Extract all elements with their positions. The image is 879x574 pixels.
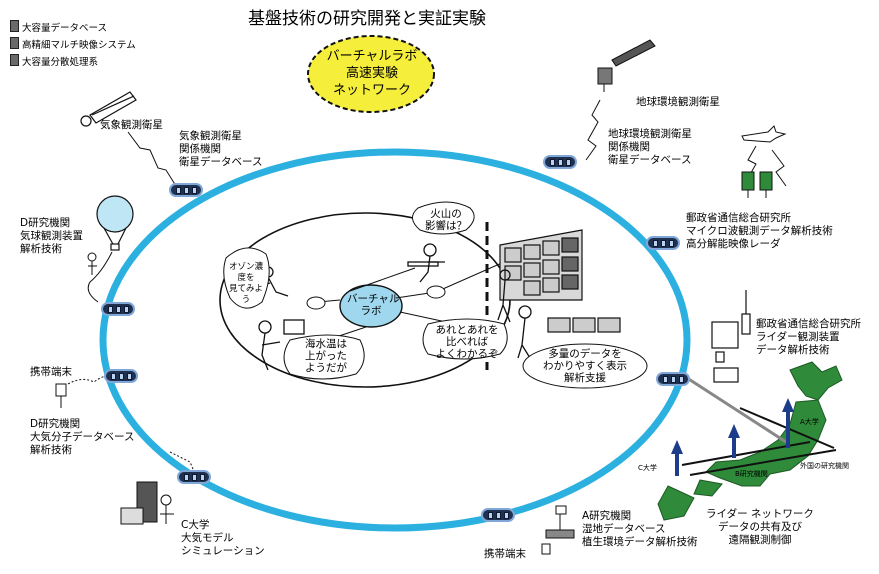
map-label-foreign: 外国の研究機関 — [800, 462, 849, 470]
computer-icon — [120, 481, 174, 525]
label-lidar-network: ライダー ネットワーク データの共有及び 遠隔観測制御 — [706, 508, 814, 546]
sea-temp-bubble: 海水温は 上がった ようだが — [305, 338, 347, 374]
network-node — [656, 372, 690, 386]
display-wall — [499, 229, 621, 333]
label-a-inst: A研究機関 湿地データベース 植生環境データ解析技術 — [582, 510, 698, 548]
label-d-molecule: D研究機関 大気分子データベース 解析技術 — [30, 418, 135, 456]
label-mobile-left: 携帯端末 — [30, 366, 72, 378]
weather-signal — [127, 131, 177, 187]
network-node — [169, 183, 203, 197]
compare-bubble: あれとあれを 比べれば よくわかるぞ — [435, 324, 499, 360]
field-sensor-icon — [541, 505, 575, 555]
legend-marker-icon — [10, 54, 19, 66]
network-node — [543, 155, 577, 169]
earth-satellite-icon — [597, 39, 656, 92]
virtual-lab-ellipse — [339, 284, 403, 328]
airplane-icon — [741, 125, 787, 187]
balloon-icon — [96, 195, 134, 251]
virtual-lab-badge — [307, 35, 435, 113]
weather-satellite-icon — [80, 91, 137, 127]
label-d-balloon: D研究機関 気球観測装置 解析技術 — [20, 217, 83, 255]
network-node — [177, 470, 211, 484]
label-c-univ: C大学 大気モデル シミュレーション — [181, 519, 265, 557]
virtual-lab-label: バーチャル ラボ — [347, 293, 400, 317]
label-earth-group: 地球環境観測衛星 関係機関 衛星データベース — [608, 128, 692, 166]
legend-marker-icon — [10, 37, 19, 49]
multi-data-bubble: 多量のデータを わかりやすく表示 解析支援 — [543, 348, 627, 384]
network-node — [646, 236, 680, 250]
label-crl-lidar: 郵政省通信総合研究所 ライダー観測装置 データ解析技術 — [756, 318, 861, 356]
network-node — [101, 302, 135, 316]
network-node — [104, 369, 138, 383]
page-title: 基盤技術の研究開発と実証実験 — [248, 9, 486, 29]
label-mobile-bottom: 携帯端末 — [484, 548, 526, 560]
lidar-uplink — [683, 374, 787, 444]
label-weather-group: 気象観測衛星 関係機関 衛星データベース — [179, 130, 263, 168]
japan-map — [657, 361, 843, 521]
volcano-bubble: 火山の 影響は？ — [425, 208, 467, 232]
legend-item: 高精細マルチ映像システム — [10, 37, 136, 51]
network-ring — [99, 148, 691, 532]
badge-text: バーチャルラボ 高速実験 ネットワーク — [326, 49, 418, 98]
lidar-equipment-icon — [711, 290, 751, 383]
map-label-a-univ: A大学 — [800, 418, 819, 426]
earth-signal — [585, 99, 601, 161]
legend-item: 大容量分散処理系 — [10, 54, 98, 68]
legend-marker-icon — [10, 20, 19, 32]
map-label-b-inst: B研究機関 — [735, 470, 768, 478]
label-crl-microwave: 郵政省通信総合研究所 マイクロ波観測データ解析技術 高分解能映像レーダ — [686, 212, 833, 250]
person-left-icon — [87, 252, 97, 275]
legend-item: 大容量データベース — [10, 20, 107, 34]
trees-icon — [741, 171, 773, 198]
label-weather-satellite: 気象観測衛星 — [100, 119, 163, 131]
lidar-beams — [671, 398, 794, 476]
mobile-terminal-left-icon — [55, 383, 67, 408]
map-label-c-univ: C大学 — [638, 464, 657, 472]
network-node — [481, 508, 515, 522]
ozone-bubble: オゾン濃度を 見てみよう — [228, 262, 263, 305]
label-earth-satellite: 地球環境観測衛星 — [636, 96, 720, 108]
